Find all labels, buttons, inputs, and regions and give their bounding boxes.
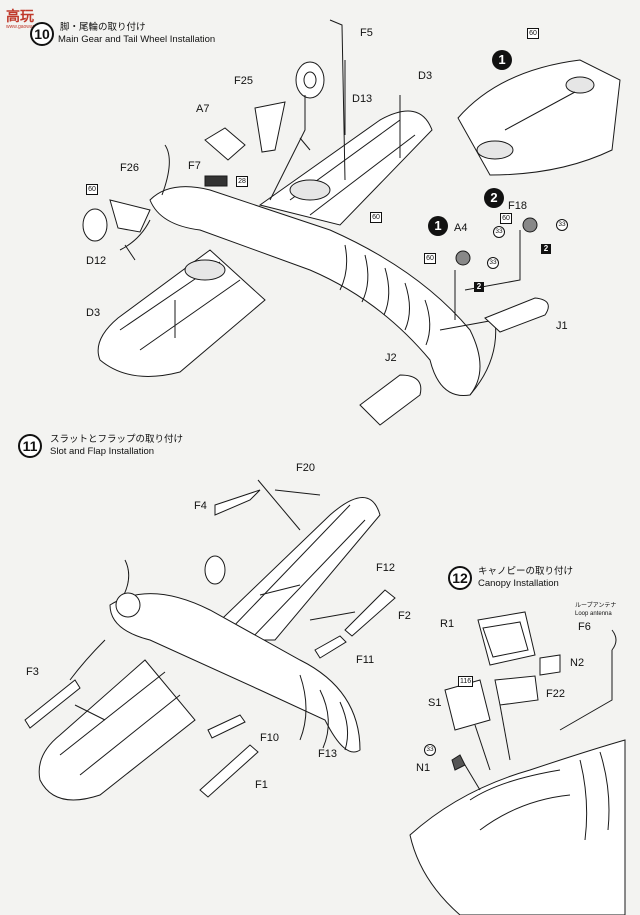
step10-airframe <box>82 19 621 426</box>
part-D13: D13 <box>352 93 373 105</box>
callout-60-b: 60 <box>370 212 382 223</box>
callout-28: 28 <box>236 176 248 187</box>
part-D3-bottom: D3 <box>86 307 101 319</box>
part-F10: F10 <box>260 732 279 744</box>
part-F1: F1 <box>255 779 268 791</box>
watermark-logo: 高玩 <box>6 8 34 24</box>
callout-33-d: 33 <box>424 744 436 756</box>
callout-116: 116 <box>458 676 474 687</box>
part-N2: N2 <box>570 657 585 669</box>
part-F18: F18 <box>508 200 527 212</box>
step11-title-en: Slot and Flap Installation <box>50 446 155 457</box>
part-F25: F25 <box>234 75 253 87</box>
part-F20: F20 <box>296 462 315 474</box>
step11-airframe <box>24 479 396 801</box>
part-A7: A7 <box>196 103 210 115</box>
tail-mark-1: 1 <box>428 216 448 236</box>
part-F26: F26 <box>120 162 139 174</box>
callout-33-b: 33 <box>493 226 505 238</box>
part-F3: F3 <box>26 666 39 678</box>
step10-title-en: Main Gear and Tail Wheel Installation <box>58 34 216 45</box>
part-S1: S1 <box>428 697 442 709</box>
part-N1: N1 <box>416 762 431 774</box>
part-F6: F6 <box>578 621 591 633</box>
part-F5: F5 <box>360 27 373 39</box>
part-D3-top: D3 <box>418 70 433 82</box>
callout-2-a: 2 <box>541 244 551 254</box>
part-F2: F2 <box>398 610 411 622</box>
callout-60-c: 60 <box>500 213 512 224</box>
step10-title-jp: 脚・尾輪の取り付け <box>60 22 146 33</box>
part-R1: R1 <box>440 618 455 630</box>
callout-60-d: 60 <box>424 253 436 264</box>
part-J1: J1 <box>556 320 568 332</box>
step11-number: 11 <box>18 434 42 458</box>
part-A4: A4 <box>454 222 468 234</box>
part-F13: F13 <box>318 748 337 760</box>
callout-33-c: 33 <box>487 257 499 269</box>
step12-title-jp: キャノピーの取り付け <box>478 566 574 577</box>
step10-number: 10 <box>30 22 54 46</box>
callout-33-a: 33 <box>556 219 568 231</box>
loop-antenna-note-jp: ループアンテナ <box>575 603 617 609</box>
step11-title-jp: スラットとフラップの取り付け <box>50 434 184 445</box>
loop-antenna-note-en: Loop antenna <box>575 611 612 617</box>
part-J2: J2 <box>385 352 397 364</box>
part-D12: D12 <box>86 255 107 267</box>
part-F4: F4 <box>194 500 207 512</box>
part-F11: F11 <box>356 654 375 666</box>
callout-60-a: 60 <box>86 184 98 195</box>
inset-mark-2: 2 <box>484 188 504 208</box>
part-F12: F12 <box>376 562 395 574</box>
callout-60-inset: 60 <box>527 28 539 39</box>
step12-cockpit <box>409 611 626 915</box>
part-F22: F22 <box>546 688 565 700</box>
part-F7: F7 <box>188 160 201 172</box>
inset-mark-1: 1 <box>492 50 512 70</box>
step12-title-en: Canopy Installation <box>478 578 559 589</box>
step12-number: 12 <box>448 566 472 590</box>
watermark-url: www.gaowan.com <box>6 24 47 30</box>
callout-2-b: 2 <box>474 282 484 292</box>
